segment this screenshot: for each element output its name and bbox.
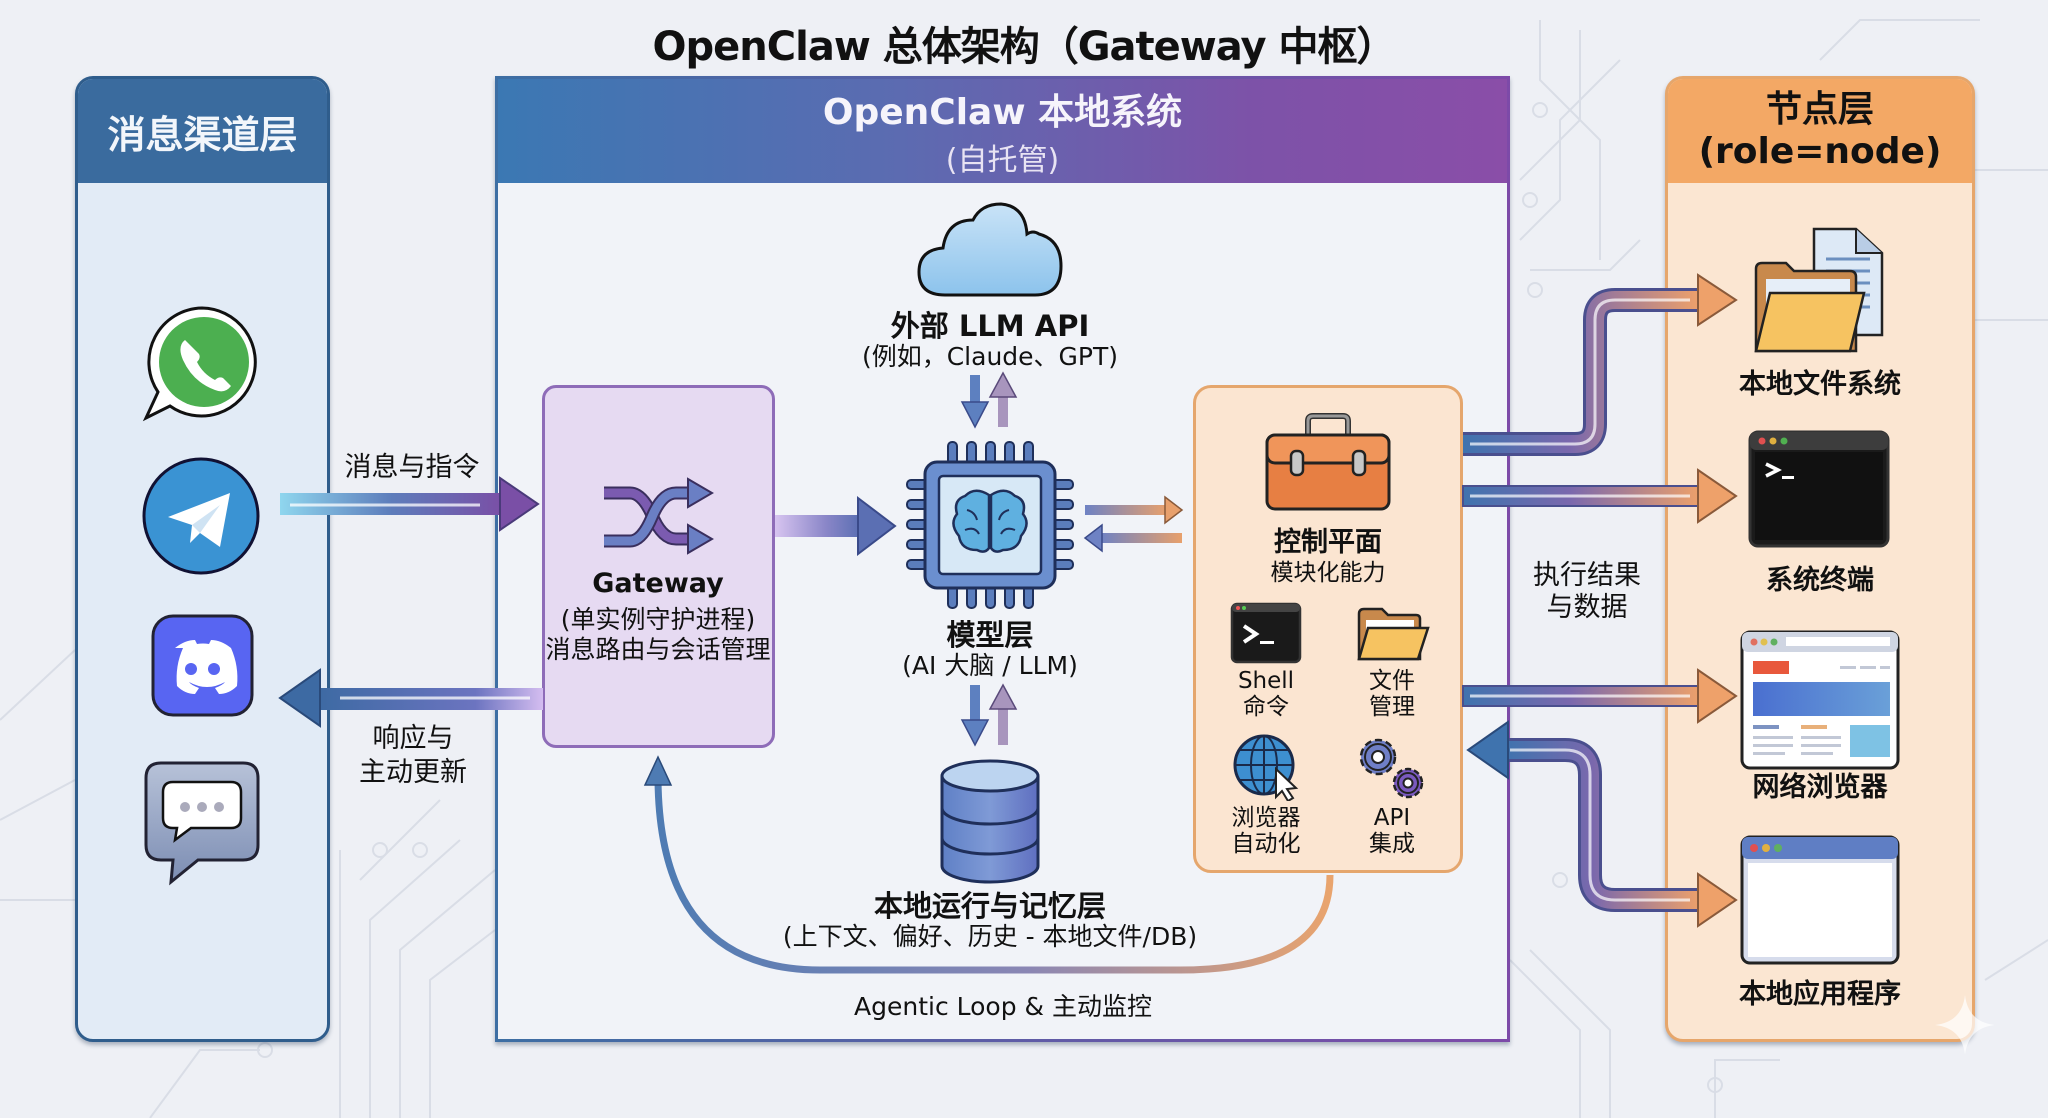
node-panel-subtitle: (role=node) [1698,131,1942,172]
model-memory-arrows [960,683,1018,747]
node-label-browser: 网络浏览器 [1752,772,1888,803]
local-system-title: OpenClaw 本地系统 [822,92,1183,133]
capability-shell-line2: 命令 [1242,694,1289,720]
discord-icon[interactable] [150,613,255,718]
control-to-terminal-arrow [1462,468,1738,524]
local-system-header: OpenClaw 本地系统 (自托管) [498,79,1507,183]
model-title: 模型层 [946,618,1034,652]
capability-file: 文件 管理 [1369,668,1415,720]
app-to-control-return-arrow [1466,720,1738,928]
node-label-terminal: 系统终端 [1766,565,1874,596]
outbound-arrow [278,668,543,728]
llm-api-subtitle: (例如，Claude、GPT) [861,342,1119,371]
control-plane-title: 控制平面 [1274,527,1382,558]
inbound-flow-label: 消息与指令 [344,452,480,483]
agentic-loop-arrow [643,755,1334,974]
capability-api-line2: 集成 [1369,831,1415,857]
gears-icon[interactable] [1354,733,1430,803]
channels-panel-header: 消息渠道层 [78,79,327,183]
inbound-arrow [280,476,540,532]
gateway-to-model-arrow [775,495,897,557]
page-title: OpenClaw 总体架构（Gateway 中枢） [652,24,1397,70]
capability-file-line1: 文件 [1369,668,1415,694]
node-label-filesystem: 本地文件系统 [1739,369,1901,400]
whatsapp-icon[interactable] [140,300,265,425]
app-window-icon[interactable] [1740,835,1900,965]
brain-chip-icon[interactable] [905,440,1075,610]
memory-subtitle: (上下文、偏好、历史 - 本地文件/DB) [782,922,1198,951]
memory-title: 本地运行与记忆层 [873,889,1107,923]
agentic-loop-label: Agentic Loop & 主动监控 [854,992,1152,1021]
folder-icon[interactable] [1356,604,1430,664]
channels-panel-title: 消息渠道层 [107,112,298,157]
gateway-title: Gateway [592,568,724,599]
node-panel-header: 节点层 (role=node) [1668,79,1972,183]
capability-file-line2: 管理 [1369,694,1415,720]
capability-api: API 集成 [1369,805,1415,857]
terminal-window-icon[interactable] [1748,430,1890,548]
gateway-box[interactable] [542,385,775,748]
model-control-arrows [1083,495,1184,553]
control-to-filesystem-arrow [1463,273,1738,456]
terminal-icon[interactable] [1230,602,1302,664]
cloud-icon [917,202,1063,297]
capability-browser: 浏览器 自动化 [1232,805,1301,857]
llm-model-arrows [960,371,1018,429]
node-panel-title: 节点层 [1765,89,1874,130]
exec-result-label-line2: 与数据 [1546,592,1628,623]
folder-files-icon[interactable] [1752,225,1887,355]
gateway-line1: (单实例守护进程) [560,605,756,634]
outbound-flow-label-line2: 主动更新 [359,757,467,788]
shuffle-icon [604,477,714,555]
browser-window-icon[interactable] [1740,630,1900,770]
capability-api-line1: API [1373,805,1411,831]
llm-api-title: 外部 LLM API [890,309,1090,343]
control-to-browser-arrow [1462,668,1738,724]
sparkle-watermark-icon [1935,995,1995,1055]
exec-result-label-line1: 执行结果 [1533,560,1641,591]
channels-panel: 消息渠道层 [75,76,330,1042]
outbound-flow-label-line1: 响应与 [372,723,454,754]
model-subtitle: (AI 大脑 / LLM) [902,651,1078,680]
local-system-subtitle: (自托管) [945,143,1060,178]
control-plane-subtitle: 模块化能力 [1270,560,1386,586]
capability-browser-line2: 自动化 [1231,831,1301,857]
capability-shell: Shell 命令 [1238,668,1294,720]
node-label-app: 本地应用程序 [1739,979,1901,1010]
exec-result-label: 执行结果 与数据 [1533,560,1641,624]
chat-bubble-icon[interactable] [143,760,261,890]
database-icon [940,759,1040,884]
outbound-flow-label: 响应与 主动更新 [359,722,467,790]
gateway-line2: 消息路由与会话管理 [545,635,771,664]
globe-cursor-icon[interactable] [1232,733,1302,801]
toolbox-icon[interactable] [1263,413,1393,513]
capability-shell-line1: Shell [1237,668,1295,694]
capability-browser-line1: 浏览器 [1231,805,1301,831]
telegram-icon[interactable] [140,455,262,577]
